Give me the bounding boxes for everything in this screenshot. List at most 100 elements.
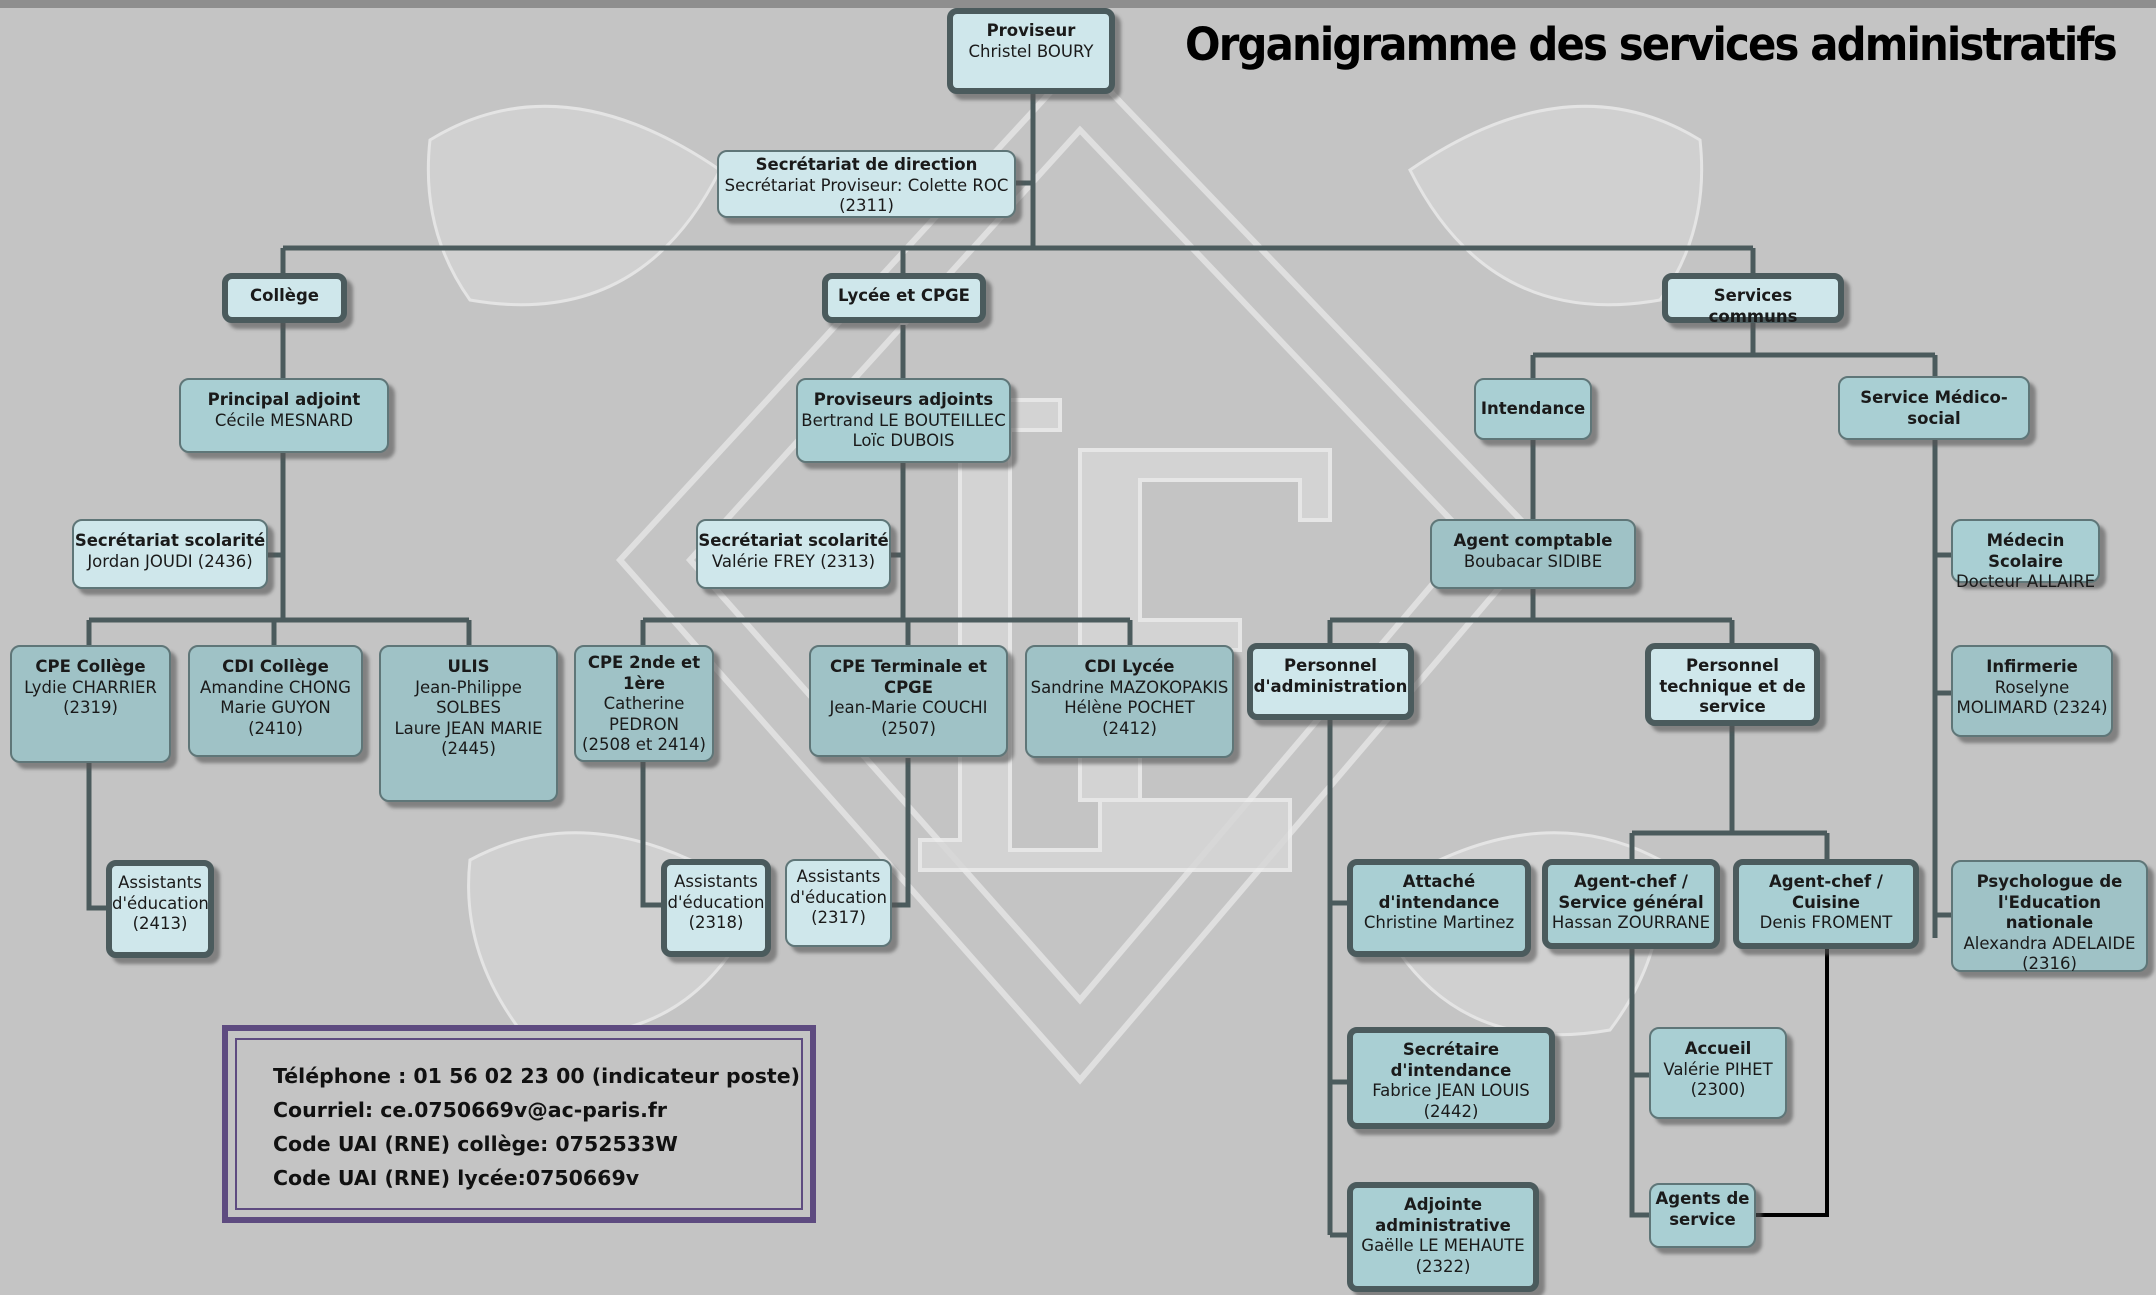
top-border [0, 0, 2156, 8]
box-title: Services communs [1708, 286, 1798, 326]
box-line: Secrétariat Proviseur: Colette ROC [724, 175, 1009, 195]
box-line: MOLIMARD (2324) [1956, 698, 2108, 717]
box-proviseur: Proviseur Christel BOURY [947, 8, 1115, 94]
box-line: Assistants [118, 873, 202, 892]
box-cdi-lycee: CDI Lycée Sandrine MAZOKOPAKIS Hélène PO… [1025, 645, 1234, 758]
box-line: (2319) [63, 698, 118, 717]
box-cpe-seconde: CPE 2nde et 1ère Catherine PEDRON (2508 … [574, 645, 714, 762]
box-line: Hassan ZOURRANE [1551, 913, 1711, 932]
box-line: (2507) [881, 718, 936, 738]
box-agents-service: Agents de service [1649, 1183, 1756, 1248]
box-title: CPE Collège [35, 657, 146, 676]
box-line: Cécile MESNARD [214, 410, 354, 430]
box-line: Jean-Marie COUCHI [829, 698, 988, 717]
box-title: Intendance [1480, 398, 1586, 418]
box-medico-social: Service Médico-social [1838, 376, 2030, 440]
box-title: Personnel technique et de service [1659, 656, 1806, 716]
box-title: Agent-chef / Service général [1558, 872, 1704, 912]
box-cpe-college: CPE Collège Lydie CHARRIER (2319) [10, 645, 171, 763]
box-line: (2508 et 2414) [582, 735, 706, 754]
box-cdi-college: CDI Collège Amandine CHONG Marie GUYON (… [188, 645, 363, 757]
box-title: Secrétariat scolarité [698, 531, 889, 550]
box-line: d'éducation [112, 893, 209, 913]
contact-box: Téléphone : 01 56 02 23 00 (indicateur p… [222, 1025, 816, 1223]
box-title: Accueil [1684, 1039, 1752, 1058]
box-adjointe-administrative: Adjointe administrative Gaëlle LE MEHAUT… [1347, 1182, 1539, 1292]
box-title: Secrétariat de direction [755, 155, 978, 174]
box-line: Valérie PIHET [1663, 1059, 1773, 1079]
box-college: Collège [222, 273, 347, 323]
box-title: Adjointe administrative [1375, 1195, 1511, 1235]
box-line: Jean-Philippe SOLBES [415, 677, 522, 718]
box-title: CDI Collège [222, 657, 329, 676]
box-agent-chef-cuisine: Agent-chef / Cuisine Denis FROMENT [1733, 859, 1919, 949]
box-title: CDI Lycée [1084, 657, 1175, 676]
box-line: (2300) [1690, 1080, 1746, 1099]
box-title: Proviseur [986, 21, 1076, 40]
box-proviseurs-adjoints: Proviseurs adjoints Bertrand LE BOUTEILL… [796, 378, 1011, 463]
box-title: Secrétaire d'intendance [1390, 1040, 1512, 1080]
contact-telephone: Téléphone : 01 56 02 23 00 (indicateur p… [273, 1064, 800, 1088]
box-line: Alexandra ADELAIDE [1963, 933, 2136, 953]
box-line: Bertrand LE BOUTEILLEC [801, 410, 1006, 430]
box-line: (2442) [1423, 1101, 1479, 1121]
box-line: Lydie CHARRIER [24, 677, 157, 697]
box-title: Principal adjoint [207, 390, 361, 409]
contact-uai-college: Code UAI (RNE) collège: 0752533W [273, 1132, 678, 1156]
box-line: Christine Martinez [1363, 913, 1515, 932]
box-attache-intendance: Attaché d'intendance Christine Martinez [1347, 859, 1531, 957]
box-lycee: Lycée et CPGE [822, 273, 986, 323]
box-secretariat-direction: Secrétariat de direction Secrétariat Pro… [717, 150, 1016, 218]
box-line: Amandine CHONG [200, 677, 351, 697]
box-line: Docteur ALLAIRE [1955, 572, 2096, 591]
box-assistants-2318: Assistants d'éducation (2318) [661, 859, 771, 957]
box-title: Agents de service [1655, 1189, 1750, 1229]
box-infirmerie: Infirmerie Roselyne MOLIMARD (2324) [1951, 645, 2113, 737]
box-title: Secrétariat scolarité [74, 531, 266, 550]
box-title: Lycée et CPGE [838, 286, 970, 305]
box-line: (2410) [248, 718, 303, 738]
box-line: (2322) [1415, 1256, 1471, 1276]
contact-email: Courriel: ce.0750669v@ac-paris.fr [273, 1098, 667, 1122]
box-line: Loïc DUBOIS [852, 431, 955, 450]
box-title: Infirmerie [1986, 657, 2078, 676]
box-line: (2317) [811, 908, 866, 927]
box-line: d'éducation [667, 892, 765, 912]
box-line: Assistants [674, 872, 758, 891]
box-psychologue: Psychologue de l'Education nationale Ale… [1951, 860, 2148, 973]
chart-title: Organigramme des services administratifs [1185, 18, 2118, 71]
contact-inner-border [235, 1038, 803, 1210]
box-line: Gaëlle LE MEHAUTE [1361, 1236, 1525, 1255]
box-cpe-terminale: CPE Terminale et CPGE Jean-Marie COUCHI … [809, 645, 1008, 757]
box-line: (2445) [441, 739, 496, 758]
box-line: d'éducation [790, 887, 887, 907]
box-secretariat-scolarite-lycee: Secrétariat scolarité Valérie FREY (2313… [696, 519, 891, 589]
box-title: Agent comptable [1453, 531, 1613, 550]
box-title: Médecin Scolaire [1986, 531, 2065, 571]
box-line: Christel BOURY [968, 41, 1094, 61]
box-secretaire-intendance: Secrétaire d'intendance Fabrice JEAN LOU… [1347, 1027, 1555, 1129]
box-title: Proviseurs adjoints [813, 390, 994, 409]
box-title: Psychologue de l'Education nationale [1976, 872, 2123, 932]
box-line: (2413) [132, 914, 188, 933]
box-line: Marie GUYON [220, 698, 331, 717]
box-line: (2311) [839, 196, 894, 215]
box-title: Agent-chef / Cuisine [1769, 872, 1883, 912]
box-line: Jordan JOUDI (2436) [87, 551, 253, 571]
box-line: Boubacar SIDIBE [1463, 551, 1603, 571]
box-line: Roselyne [1994, 677, 2070, 697]
box-line: Hélène POCHET [1064, 698, 1195, 717]
box-title: Collège [250, 286, 319, 305]
box-line: Catherine PEDRON [603, 694, 685, 734]
box-services-communs: Services communs [1662, 273, 1844, 326]
box-assistants-2317: Assistants d'éducation (2317) [785, 859, 892, 947]
contact-uai-lycee: Code UAI (RNE) lycée:0750669v [273, 1166, 640, 1190]
box-title: Attaché d'intendance [1378, 872, 1500, 912]
box-agent-chef-general: Agent-chef / Service général Hassan ZOUR… [1542, 859, 1720, 949]
box-line: Denis FROMENT [1759, 913, 1893, 932]
box-line: Assistants [796, 867, 881, 886]
box-title: CPE 2nde et 1ère [587, 653, 701, 693]
box-line: Fabrice JEAN LOUIS [1372, 1081, 1530, 1100]
box-accueil: Accueil Valérie PIHET (2300) [1649, 1027, 1787, 1119]
